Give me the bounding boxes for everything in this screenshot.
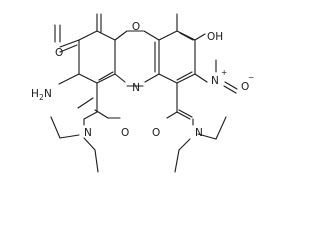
left-amide-o-label: O (121, 127, 129, 139)
atom-labels: O N OH H 2 N N + O − O N O N O (31, 21, 254, 139)
nitro-plus-label: + (221, 68, 227, 77)
bonds (50, 13, 238, 173)
nitro-n-label: N (211, 75, 219, 87)
structure-diagram: O N OH H 2 N N + O − O N O N O (31, 13, 254, 173)
amino-subscript-label: 2 (39, 93, 44, 102)
ketone-oxygen-label: O (55, 47, 63, 59)
left-amide-n-label: N (84, 127, 92, 139)
amino-h-label: H (31, 88, 39, 100)
ring-nitrogen-label: N (132, 82, 140, 94)
nitro-o-label: O (241, 81, 249, 93)
hydroxyl-label: OH (207, 31, 223, 43)
nitro-minus-label: − (248, 73, 254, 82)
right-amide-o-label: O (152, 127, 160, 139)
amino-n-label: N (44, 88, 52, 100)
right-amide-n-label: N (195, 127, 203, 139)
ring-oxygen-label: O (132, 21, 140, 33)
